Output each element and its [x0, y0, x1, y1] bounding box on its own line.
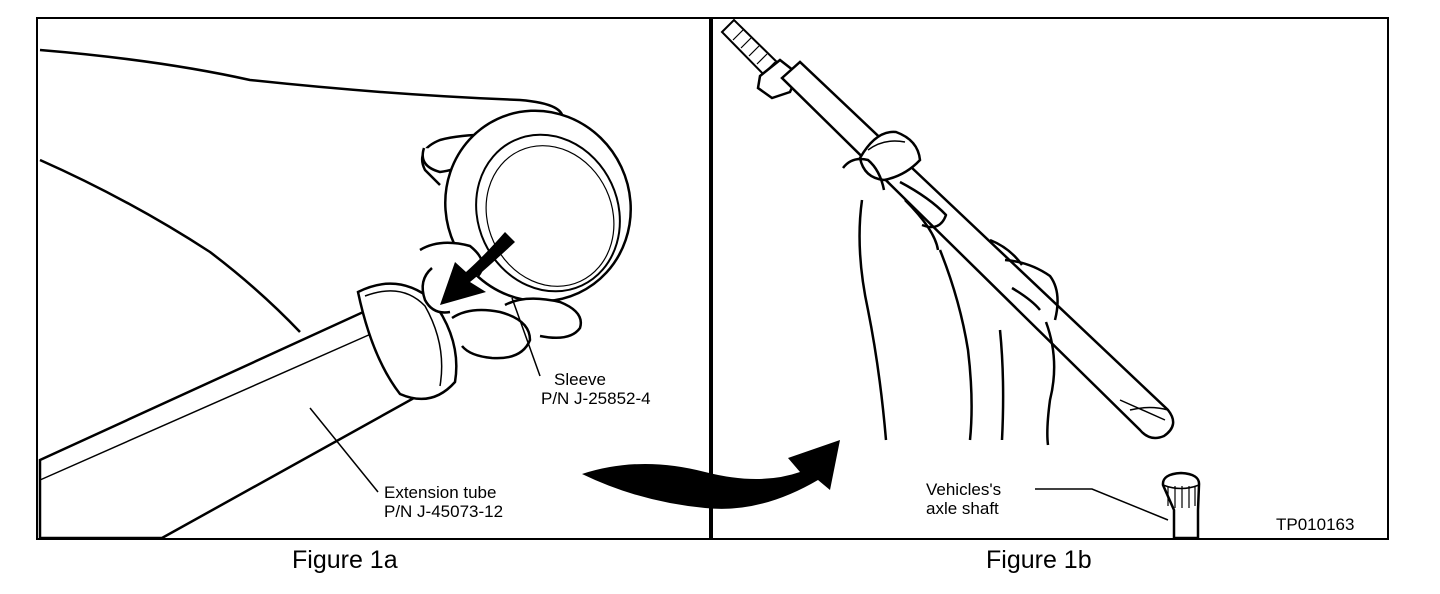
leader-lines-1a	[309, 297, 541, 493]
extension-tube	[38, 306, 434, 540]
panel-frames	[36, 17, 1389, 540]
tool-tube	[780, 60, 1175, 440]
sleeve-part-number: P/N J-25852-4	[541, 389, 651, 408]
hand-right-1b	[989, 238, 1059, 446]
tube-collar	[356, 282, 458, 401]
drawing-code: TP010163	[1276, 515, 1355, 534]
axle-shaft	[1161, 471, 1201, 540]
extension-tube-part-number: P/N J-45073-12	[384, 502, 504, 521]
extension-tube-label: Extension tube	[384, 483, 497, 502]
figure-1b-caption: Figure 1b	[986, 546, 1092, 574]
leader-line-axle	[1035, 488, 1169, 521]
figure-1a-caption: Figure 1a	[292, 546, 398, 574]
upper-hand	[39, 48, 564, 333]
sleeve-label: Sleeve	[554, 370, 606, 389]
insert-arrow-icon	[440, 232, 515, 305]
hand-left-1b	[842, 157, 973, 441]
hex-nut	[756, 58, 800, 100]
transition-arrow-icon	[582, 440, 840, 509]
axle-label-line1: Vehicles's	[926, 480, 1002, 499]
axle-label-line2: axle shaft	[926, 499, 999, 518]
holding-hand	[419, 241, 583, 360]
